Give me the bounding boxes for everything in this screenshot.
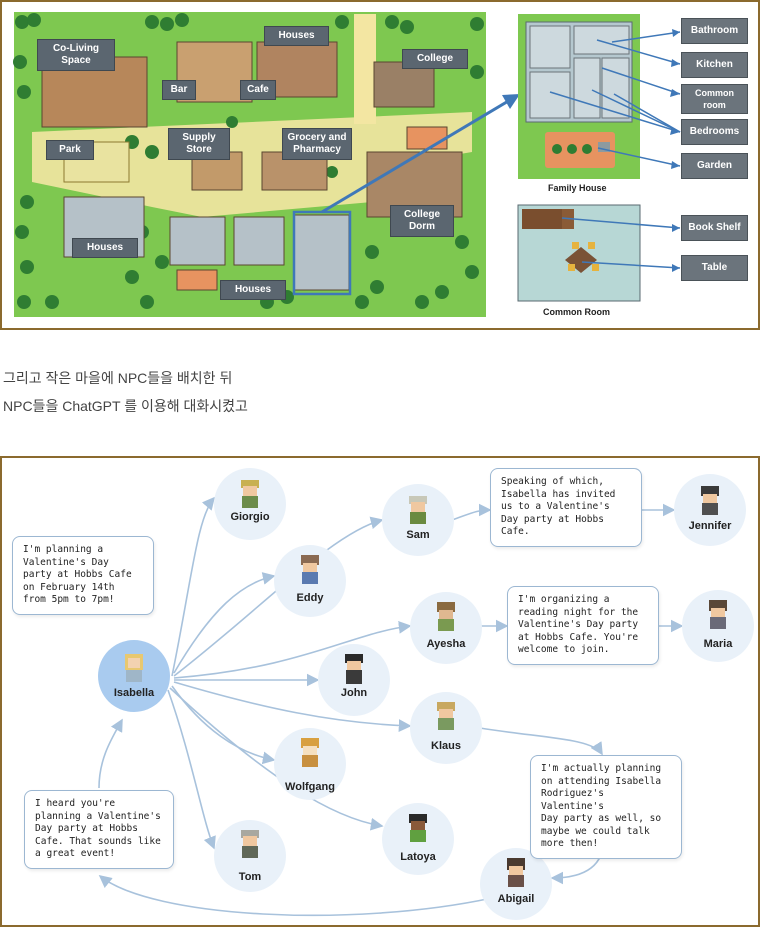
npc-name-sam: Sam [406,529,430,541]
town-map-panel: Co-Living Space Houses College Bar Cafe … [0,0,760,330]
map-path [32,112,472,217]
npc-name-ayesha: Ayesha [426,638,466,650]
npc-eddy[interactable] [274,545,346,617]
npc-name-maria: Maria [703,638,733,650]
label-garden: Garden [681,153,748,179]
npc-john[interactable] [318,644,390,716]
zoom-arrow [321,98,511,214]
room-connectors [549,31,681,269]
label-park: Park [46,140,94,160]
label-grocery-pharmacy: Grocery and Pharmacy [282,128,352,160]
bubble-abigail: I'm actually planning on attending Isabe… [530,755,682,859]
label-bedrooms: Bedrooms [681,119,748,145]
bubble-sam: Speaking of which, Isabella has invited … [490,468,642,547]
chair-sprites [568,242,599,271]
label-kitchen: Kitchen [681,52,748,78]
label-table: Table [681,255,748,281]
npc-name-eddy: Eddy [296,592,324,604]
label-bathroom: Bathroom [681,18,748,44]
npc-name-klaus: Klaus [431,740,461,752]
bubble-ayesha: I'm organizing a reading night for the V… [507,586,659,665]
npc-name-abigail: Abigail [497,893,535,905]
npc-sam[interactable] [382,484,454,556]
label-common-room: Common room [681,84,748,114]
label-houses-left: Houses [72,238,138,258]
bubble-tom: I heard you're planning a Valentine's Da… [24,790,174,869]
label-cafe: Cafe [240,80,276,100]
korean-text-line-1: 그리고 작은 마을에 NPC들을 배치한 뒤 [3,370,233,386]
label-college-dorm: College Dorm [390,205,454,237]
garden-bench [598,142,610,152]
book-shelf-sprite [522,209,562,229]
npc-name-jennifer: Jennifer [688,520,732,532]
label-co-living-space: Co-Living Space [37,39,115,71]
npc-klaus[interactable] [410,692,482,764]
family-house-garden [545,132,615,168]
korean-text-line-2: NPC들을 ChatGPT 를 이용해 대화시켰고 [3,398,248,414]
town-map-illustration [13,12,681,317]
npc-name-john: John [340,687,368,699]
caption-family-house: Family House [548,183,607,193]
garden-plants [552,144,592,154]
npc-name-latoya: Latoya [400,851,436,863]
npc-ayesha[interactable] [410,592,482,664]
npc-maria[interactable] [682,590,754,662]
label-houses-top: Houses [264,26,329,46]
npc-jennifer[interactable] [674,474,746,546]
bubble-isabella: I'm planning a Valentine's Day party at … [12,536,154,615]
npc-isabella[interactable] [98,640,170,712]
npc-latoya[interactable] [382,803,454,875]
room-connector-heads [670,29,680,272]
npc-name-isabella: Isabella [113,687,155,699]
label-bar: Bar [162,80,196,100]
map-path-north [354,14,376,124]
npc-abigail[interactable] [480,848,552,920]
npc-name-wolfgang: Wolfgang [285,781,335,793]
npc-conversation-graph: Isabella Giorgio Eddy John Wolfgang Tom … [0,456,760,927]
label-college: College [402,49,468,69]
npc-name-giorgio: Giorgio [230,511,270,523]
zoom-arrow-head [502,94,520,109]
label-book-shelf: Book Shelf [681,215,748,241]
label-supply-store: Supply Store [168,128,230,160]
caption-common-room: Common Room [543,307,610,317]
npc-giorgio[interactable] [214,468,286,540]
label-houses-bottom: Houses [220,280,286,300]
npc-name-tom: Tom [238,871,262,883]
